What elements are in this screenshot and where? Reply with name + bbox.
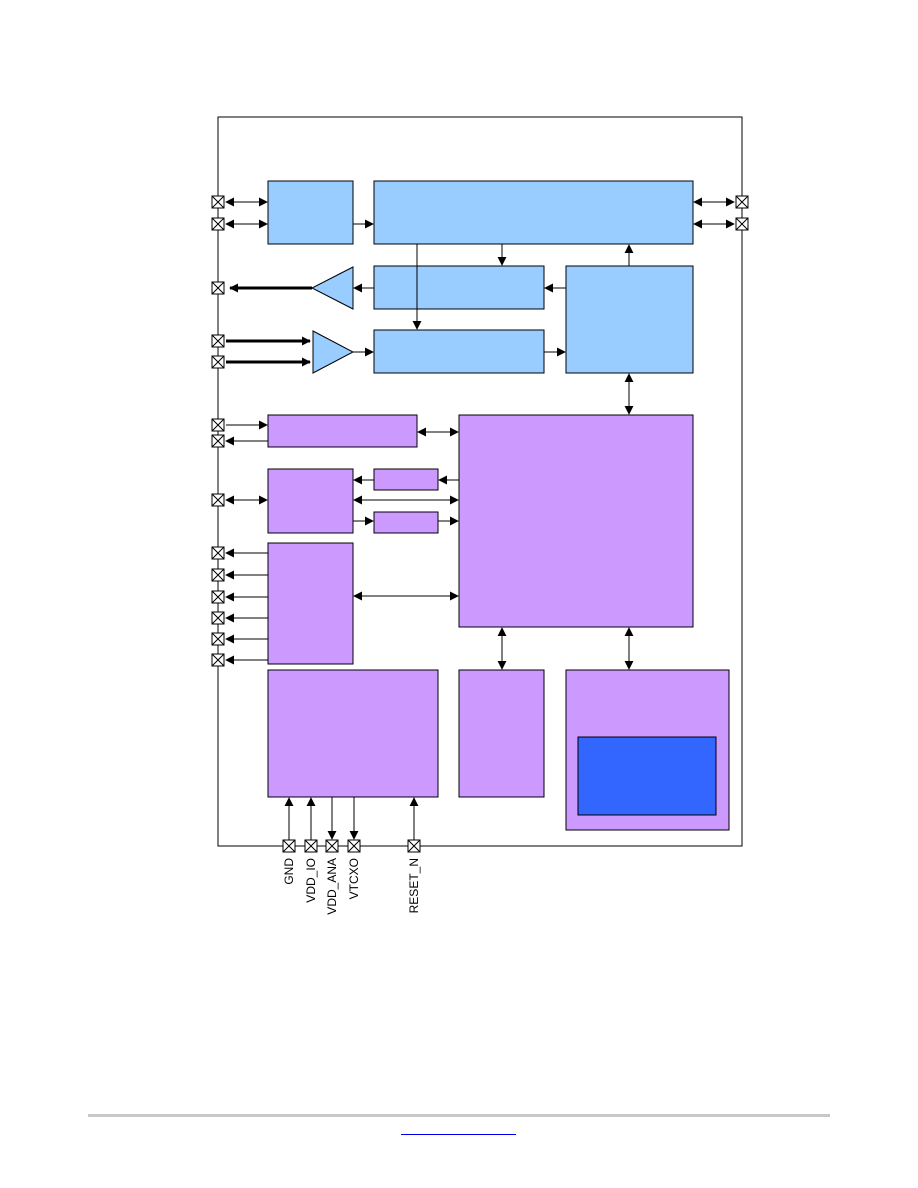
pad-icon (735, 217, 749, 231)
rf-control-bus-block (373, 180, 694, 245)
pad-icon (211, 653, 225, 667)
flash-memory-array (577, 736, 717, 816)
io-small-block-top (373, 468, 439, 491)
pad-icon (304, 839, 318, 853)
ram-block (458, 669, 545, 798)
pad-icon (211, 590, 225, 604)
pad-icon (325, 839, 339, 853)
footer-link[interactable] (401, 1131, 516, 1135)
rf-interface-block (267, 180, 354, 245)
pad-icon (211, 568, 225, 582)
pin-label-vtcxo: VTCXO (347, 858, 361, 899)
chip-outline (217, 116, 743, 847)
tx-amplifier-triangle (310, 266, 354, 310)
pin-label-vdd-io: VDD_IO (304, 858, 318, 903)
pad-icon (735, 195, 749, 209)
transmitter-block (373, 265, 545, 310)
pad-icon (211, 546, 225, 560)
pin-label-gnd: GND (282, 858, 296, 885)
receiver-block (373, 329, 545, 374)
io-block (267, 468, 354, 534)
pad-icon (211, 611, 225, 625)
pad-icon (211, 632, 225, 646)
pad-icon (211, 434, 225, 448)
io-small-block-bottom (373, 511, 439, 534)
pad-icon (211, 355, 225, 369)
baseband-block (565, 265, 694, 374)
power-management-block (267, 669, 439, 798)
pad-icon (211, 418, 225, 432)
footer-divider (88, 1114, 830, 1117)
pad-icon (211, 195, 225, 209)
pad-icon (407, 839, 421, 853)
pad-group (211, 195, 749, 853)
pad-icon (211, 217, 225, 231)
uart-block (267, 414, 418, 448)
gpio-block (267, 542, 354, 665)
pad-icon (211, 281, 225, 295)
processor-block (458, 414, 694, 628)
pad-icon (347, 839, 361, 853)
rx-amplifier-triangle (312, 330, 355, 374)
pad-icon (211, 493, 225, 507)
pad-icon (282, 839, 296, 853)
pin-label-reset-n: RESET_N (407, 858, 421, 913)
pin-label-vdd-ana: VDD_ANA (325, 858, 339, 915)
pad-icon (211, 334, 225, 348)
